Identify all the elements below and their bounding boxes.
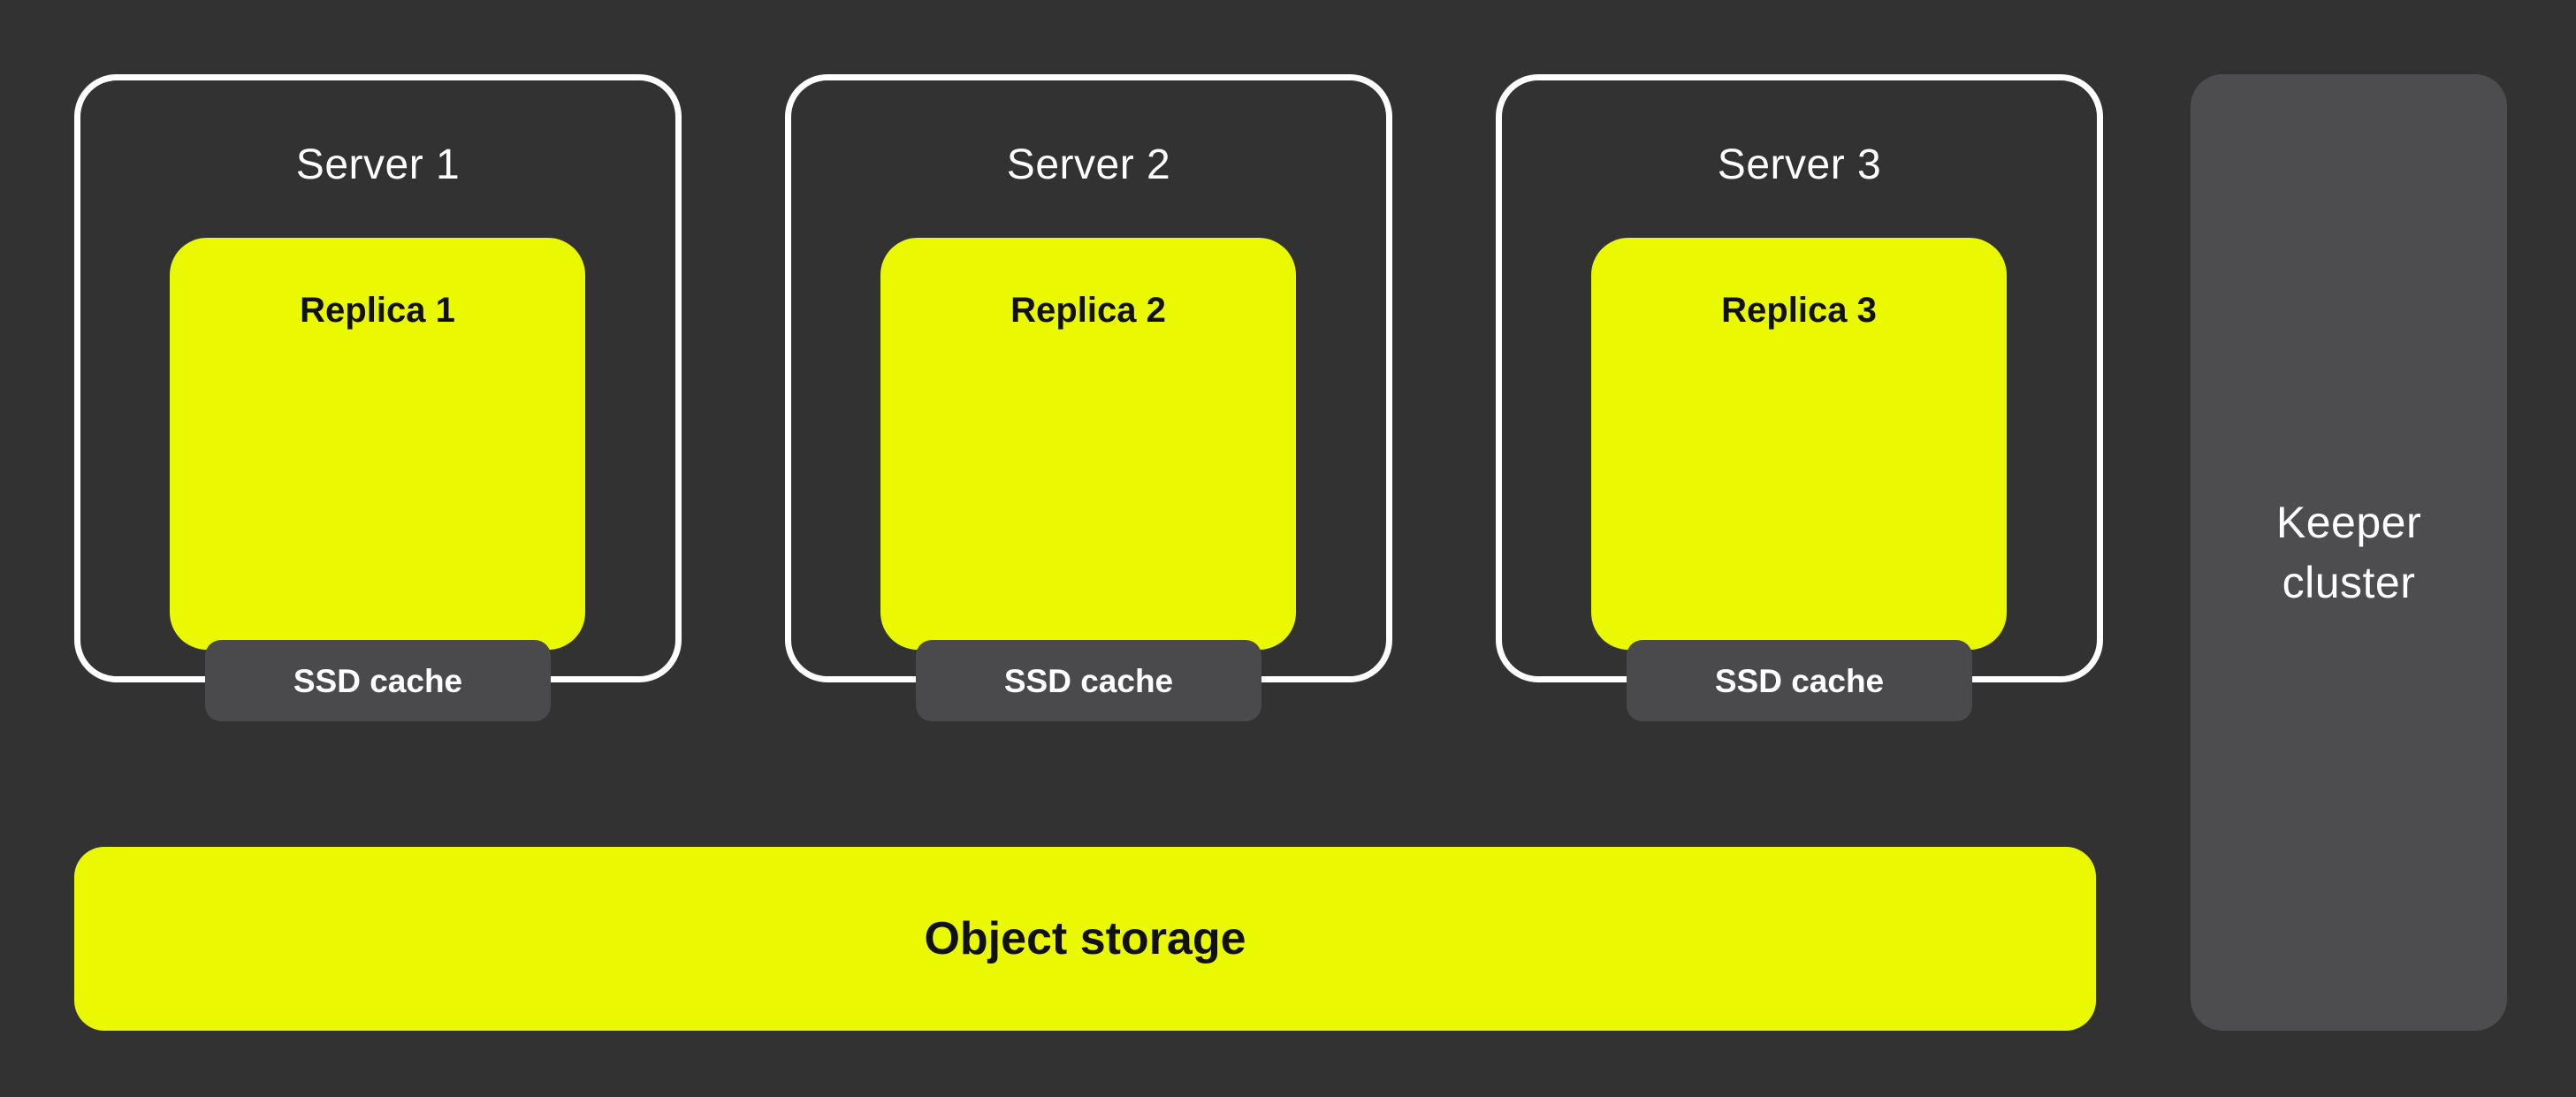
ssd-cache-box-3: SSD cache	[1627, 640, 1972, 721]
ssd-cache-box-2: SSD cache	[916, 640, 1261, 721]
ssd-cache-label: SSD cache	[1003, 662, 1174, 699]
server-title: Server 1	[295, 141, 461, 188]
server-box-3: Server 3 Replica 3 SSD cache	[1496, 74, 2103, 721]
server-box-2: Server 2 Replica 2 SSD cache	[785, 74, 1392, 721]
keeper-cluster-label: Keeper cluster	[2275, 498, 2422, 607]
ssd-cache-label: SSD cache	[293, 662, 463, 699]
ssd-cache-label: SSD cache	[1714, 662, 1885, 699]
replica-box-2: Replica 2	[880, 238, 1296, 650]
replica-box-1: Replica 1	[170, 238, 585, 650]
replica-label: Replica 3	[1721, 291, 1877, 330]
replica-label: Replica 2	[1010, 291, 1166, 330]
replica-label: Replica 1	[300, 291, 455, 330]
ssd-cache-box-1: SSD cache	[205, 640, 551, 721]
keeper-cluster-box: Keeper cluster	[2191, 74, 2507, 1031]
server-title: Server 3	[1717, 141, 1882, 188]
server-title: Server 2	[1006, 141, 1171, 188]
object-storage-bar: Object storage	[74, 847, 2096, 1031]
object-storage-label: Object storage	[924, 913, 1246, 964]
replica-box-3: Replica 3	[1591, 238, 2007, 650]
server-box-1: Server 1 Replica 1 SSD cache	[74, 74, 682, 721]
